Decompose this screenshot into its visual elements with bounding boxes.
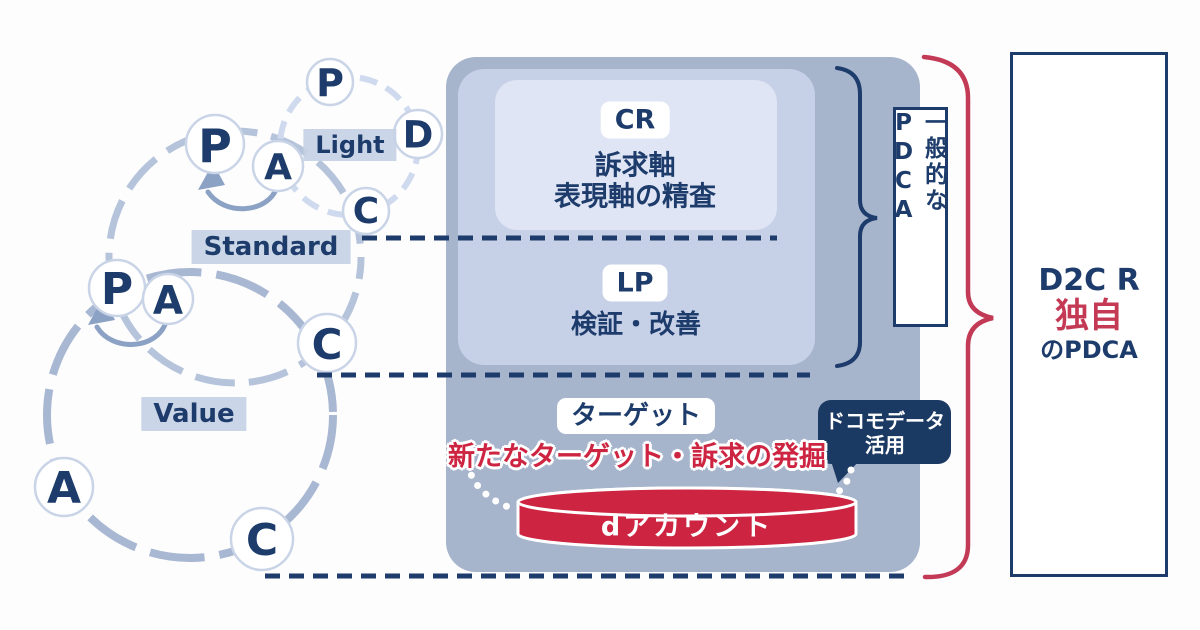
- value-a-left-circle: [33, 456, 95, 518]
- d2cr-line3: のPDCA: [1040, 336, 1138, 365]
- cr-text-line2: 表現軸の精査: [554, 181, 716, 213]
- light-letter-p: P: [316, 61, 344, 105]
- value-letter-p: P: [100, 264, 134, 315]
- standard-p-circle: [184, 113, 246, 175]
- value-cycle-label: Value: [141, 397, 247, 431]
- target-tag: ターゲット: [556, 398, 716, 434]
- generic-pdca-label: 一般的なPDCA: [890, 110, 947, 226]
- standard-c-circle: [296, 312, 358, 374]
- docomo-bubble-line1: ドコモデータ: [825, 409, 945, 433]
- docomo-bubble: [818, 400, 951, 464]
- value-loop-arrow: [94, 319, 169, 347]
- light-c-circle: [341, 186, 391, 236]
- lp-tag: LP: [602, 264, 668, 302]
- value-letter-a-top: A: [152, 278, 184, 324]
- target-headline: 新たなターゲット・訴求の発掘: [448, 441, 826, 473]
- d2cr-box: D2C R 独自 のPDCA: [1010, 52, 1168, 577]
- standard-cycle-label: Standard: [191, 230, 351, 264]
- standard-letter-p: P: [198, 119, 232, 173]
- light-a-circle: [251, 139, 305, 193]
- red-brace: [921, 54, 994, 580]
- value-a-top-circle: [141, 272, 195, 326]
- d2cr-line2: 独自: [1055, 296, 1123, 337]
- value-letter-a-left: A: [46, 463, 82, 514]
- generic-pdca-box: 一般的なPDCA: [890, 107, 948, 327]
- value-cycle-ring: [43, 268, 337, 562]
- cr-text-line1: 訴求軸: [594, 150, 676, 182]
- light-cycle-label: Light: [303, 129, 397, 161]
- lp-text-line1: 検証・改善: [570, 310, 702, 340]
- cr-box: [495, 80, 777, 230]
- light-letter-a: A: [264, 147, 292, 188]
- light-letter-c: C: [352, 191, 380, 232]
- d-account-label: dアカウント: [600, 511, 774, 543]
- navy-brace: [835, 66, 878, 368]
- d-account-cylinder-top: [516, 486, 858, 518]
- light-letter-d: D: [402, 113, 434, 157]
- docomo-bubble-tail: [830, 458, 862, 483]
- value-letter-c: C: [245, 515, 279, 566]
- cr-tag: CR: [600, 101, 670, 139]
- value-c-circle: [229, 506, 295, 572]
- standard-loop-arrowhead: [198, 163, 225, 190]
- dotted-connector-left: [462, 448, 518, 513]
- standard-loop-arrow: [205, 184, 280, 212]
- docomo-bubble-line2: 活用: [865, 433, 905, 457]
- light-p-circle: [305, 57, 355, 107]
- standard-letter-c: C: [311, 320, 343, 369]
- d2cr-line1: D2C R: [1038, 263, 1140, 299]
